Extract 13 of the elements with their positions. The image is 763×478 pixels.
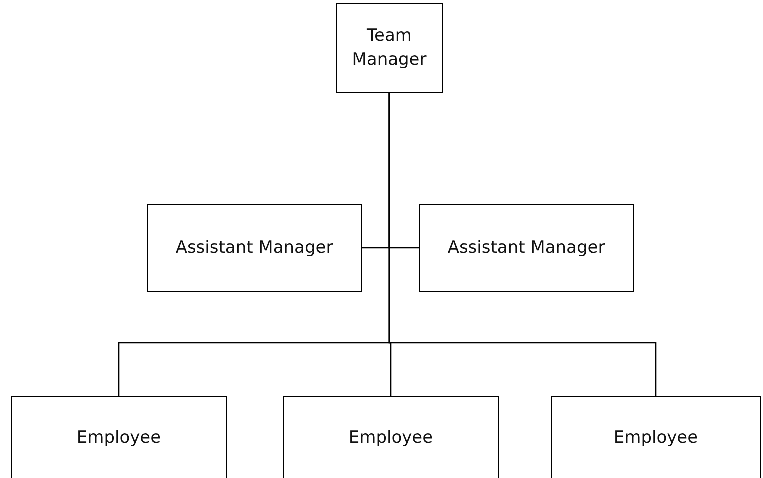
org-box xyxy=(419,204,634,292)
role-label: Employee xyxy=(348,426,434,450)
org-box xyxy=(147,204,362,292)
role-label: Team Manager xyxy=(351,25,428,72)
org-box xyxy=(11,396,227,478)
role-label: Assistant Manager xyxy=(448,237,606,260)
connector-line xyxy=(388,93,657,396)
role-label: Employee xyxy=(614,426,698,450)
org-box xyxy=(551,396,761,478)
org-box xyxy=(283,396,499,478)
role-label: Employee xyxy=(76,426,162,450)
role-label: Assistant Manager xyxy=(176,237,334,260)
org-box xyxy=(336,3,443,93)
